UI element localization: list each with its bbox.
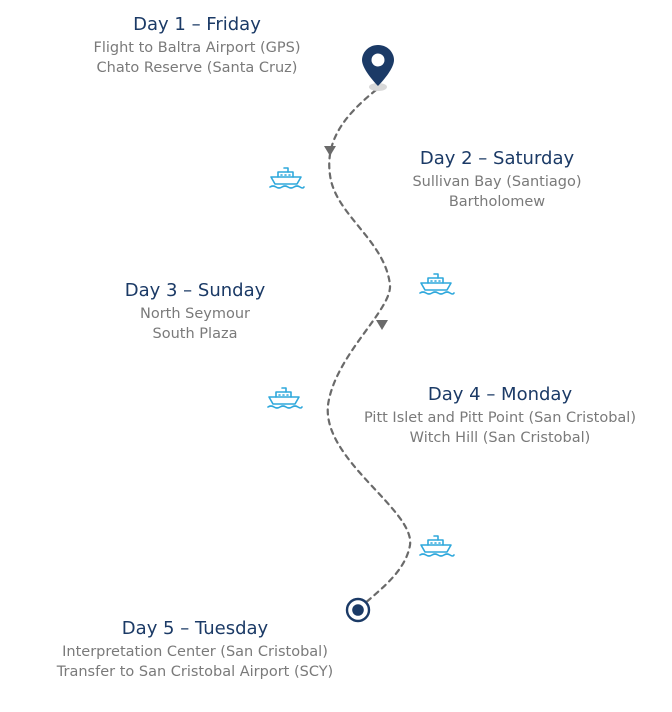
- day-stop: Flight to Baltra Airport (GPS): [93, 40, 301, 56]
- day-title: Day 3 – Sunday: [124, 280, 266, 301]
- day-stop: Sullivan Bay (Santiago): [412, 174, 582, 190]
- map-pin-icon: [362, 45, 394, 91]
- day-stop: Transfer to San Cristobal Airport (SCY): [56, 664, 334, 680]
- day-title: Day 1 – Friday: [133, 14, 261, 35]
- ship-icon: [269, 167, 305, 189]
- route-arrow-2: [376, 320, 388, 330]
- day-stop: Witch Hill (San Cristobal): [409, 430, 591, 446]
- day-stop: Pitt Islet and Pitt Point (San Cristobal…: [364, 410, 636, 426]
- ship-icon: [267, 387, 303, 409]
- day-stop: Bartholomew: [448, 194, 546, 210]
- day-title: Day 5 – Tuesday: [121, 618, 269, 639]
- day-stop: South Plaza: [152, 326, 238, 342]
- day-1-label: Day 1 – Friday Flight to Baltra Airport …: [52, 12, 342, 78]
- target-icon: [345, 597, 371, 623]
- day-stop: Interpretation Center (San Cristobal): [62, 644, 328, 660]
- ship-icon: [419, 273, 455, 295]
- day-stop: Chato Reserve (Santa Cruz): [96, 60, 298, 76]
- route-dashed-line: [326, 88, 412, 612]
- day-title: Day 4 – Monday: [427, 384, 573, 405]
- day-2-label: Day 2 – Saturday Sullivan Bay (Santiago)…: [362, 146, 632, 212]
- day-4-label: Day 4 – Monday Pitt Islet and Pitt Point…: [330, 382, 670, 448]
- day-3-label: Day 3 – Sunday North Seymour South Plaza: [80, 278, 310, 344]
- day-title: Day 2 – Saturday: [419, 148, 575, 169]
- route-arrow-1: [324, 146, 336, 156]
- ship-icon: [419, 535, 455, 557]
- day-stop: North Seymour: [139, 306, 251, 322]
- day-5-label: Day 5 – Tuesday Interpretation Center (S…: [20, 616, 370, 682]
